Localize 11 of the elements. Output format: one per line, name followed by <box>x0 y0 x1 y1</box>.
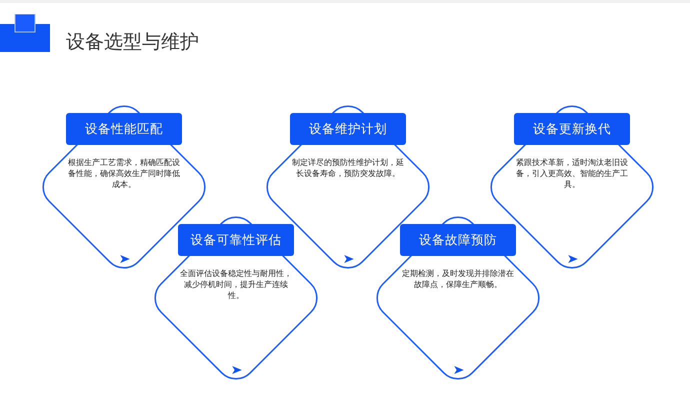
card-text: 制定详尽的预防性维护计划，延长设备寿命，预防突发故障。 <box>292 157 404 179</box>
heading-tab: 设备更新换代 <box>514 113 630 145</box>
heading-tab: 设备性能匹配 <box>66 113 182 145</box>
card-text: 根据生产工艺需求，精确匹配设备性能，确保高效生产同时降低成本。 <box>68 157 180 190</box>
heading-tab: 设备维护计划 <box>290 113 406 145</box>
card-text: 紧跟技术革新，适时淘汰老旧设备，引入更高效、智能的生产工具。 <box>516 157 628 190</box>
heading-tab: 设备故障预防 <box>400 224 516 256</box>
card-text: 全面评估设备稳定性与耐用性，减少停机时间，提升生产连续性。 <box>180 268 292 301</box>
page-title: 设备选型与维护 <box>66 30 199 55</box>
heading-tab: 设备可靠性评估 <box>178 224 294 256</box>
card-text: 定期检测，及时发现并排除潜在故障点，保障生产顺畅。 <box>402 268 514 290</box>
